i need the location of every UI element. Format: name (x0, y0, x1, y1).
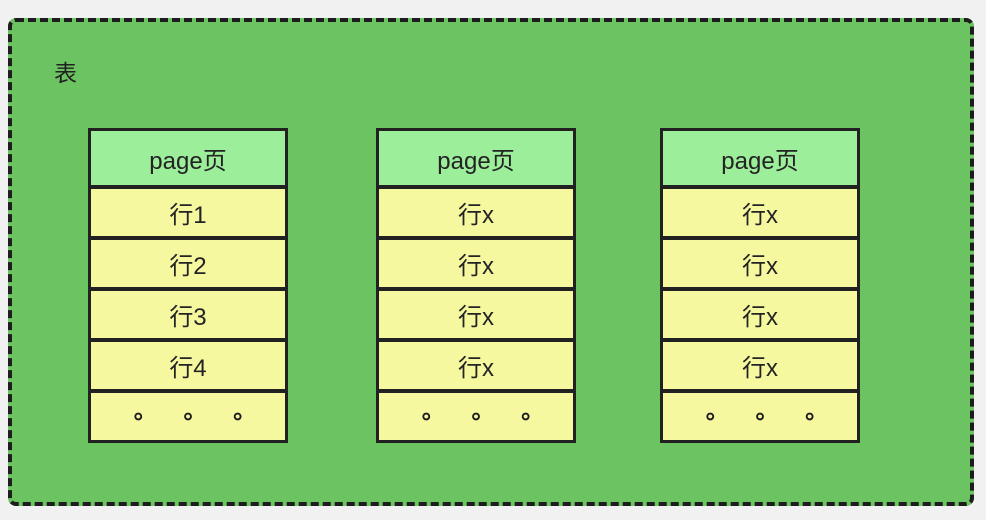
table-row: 行x (376, 186, 576, 239)
table-row: 行x (660, 186, 860, 239)
table-row: 行x (376, 237, 576, 290)
table-container: 表 page页 行1 行2 行3 行4 ∘ ∘ ∘ page页 行x 行x 行x… (8, 18, 974, 506)
table-label: 表 (54, 60, 78, 86)
ellipsis-row: ∘ ∘ ∘ (660, 390, 860, 443)
page-box-1: page页 行1 行2 行3 行4 ∘ ∘ ∘ (88, 128, 288, 443)
table-row: 行x (660, 237, 860, 290)
table-row: 行1 (88, 186, 288, 239)
table-row: 行x (660, 288, 860, 341)
page-box-2: page页 行x 行x 行x 行x ∘ ∘ ∘ (376, 128, 576, 443)
ellipsis-row: ∘ ∘ ∘ (88, 390, 288, 443)
table-row: 行2 (88, 237, 288, 290)
table-row: 行x (376, 288, 576, 341)
table-row: 行x (660, 339, 860, 392)
page-box-3: page页 行x 行x 行x 行x ∘ ∘ ∘ (660, 128, 860, 443)
page-header: page页 (88, 128, 288, 188)
table-row: 行x (376, 339, 576, 392)
page-header: page页 (660, 128, 860, 188)
table-row: 行4 (88, 339, 288, 392)
page-header: page页 (376, 128, 576, 188)
table-row: 行3 (88, 288, 288, 341)
ellipsis-row: ∘ ∘ ∘ (376, 390, 576, 443)
